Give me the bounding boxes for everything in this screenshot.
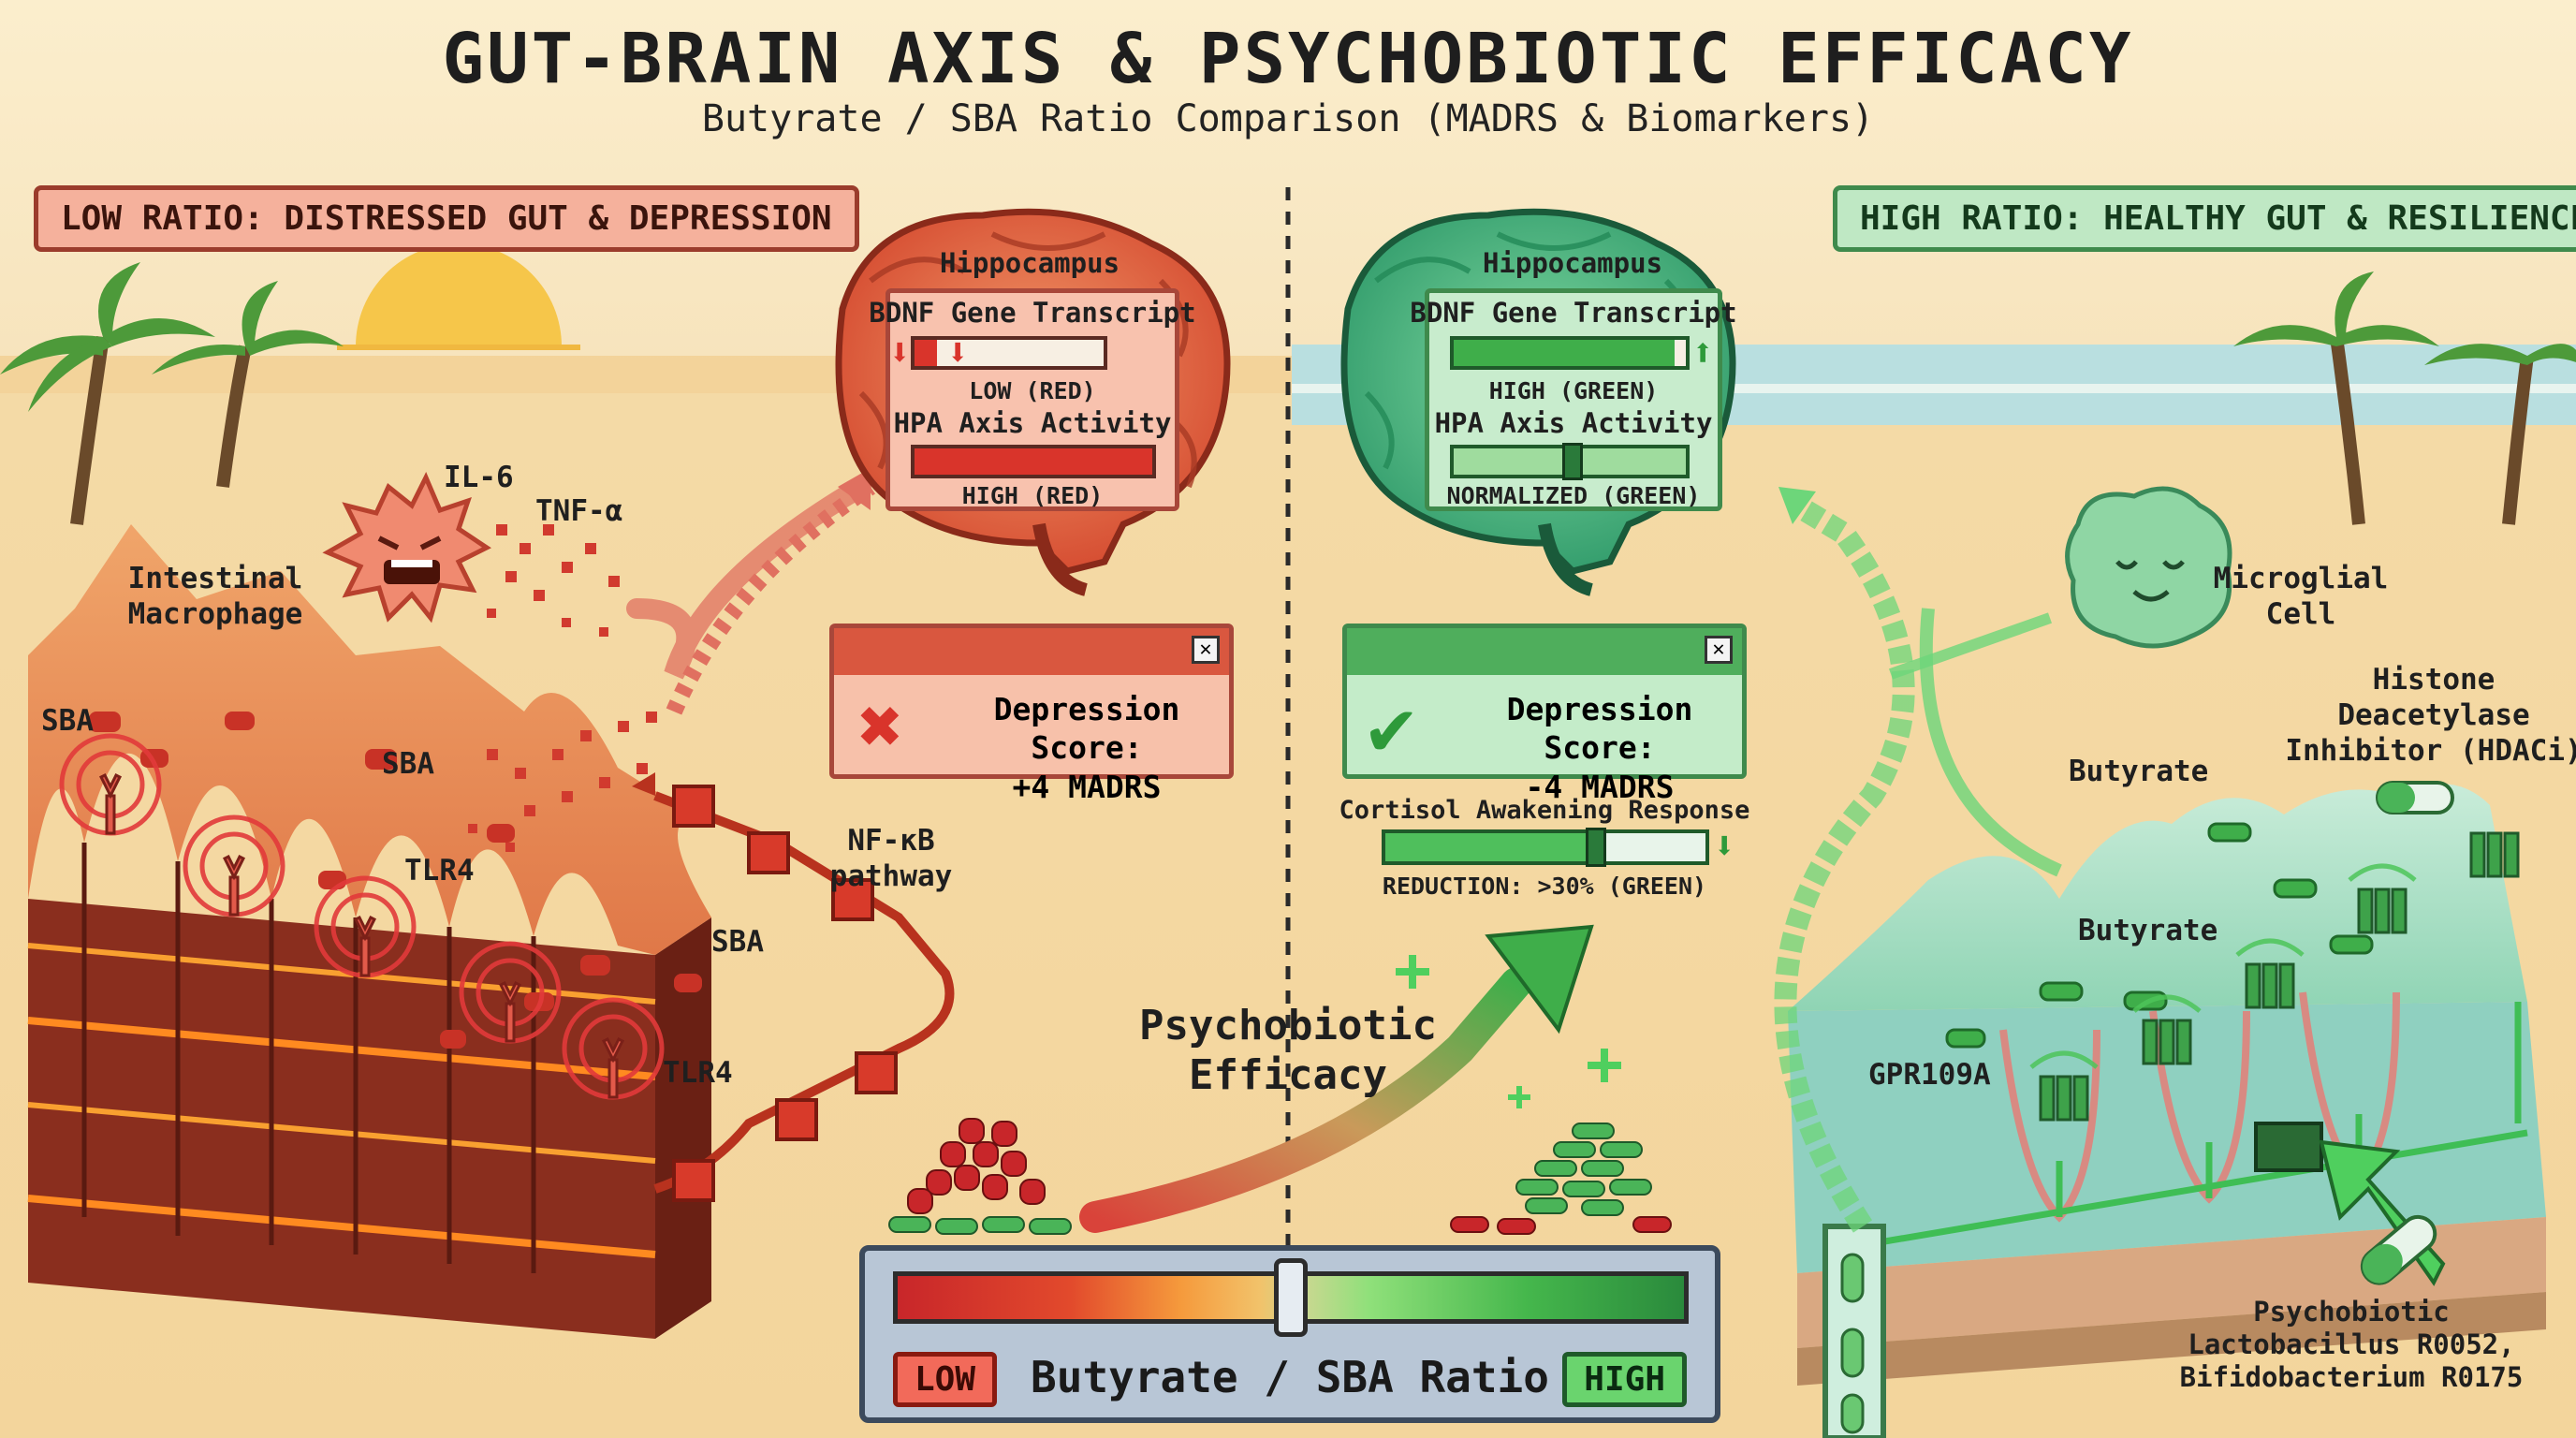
healthy-gut-tissue xyxy=(1788,781,2546,1386)
cortisol-label: Cortisol Awakening Response xyxy=(1339,796,1750,825)
cortisol-bar xyxy=(1382,828,1709,867)
probiotic-capsule-icon xyxy=(2360,1214,2437,1285)
distressed-gut-tissue xyxy=(27,524,711,1339)
cortisol-bar-fill xyxy=(1385,833,1594,861)
il6-label: IL-6 xyxy=(444,461,514,494)
high-ratio-banner: HIGH RATIO: HEALTHY GUT & RESILIENCE xyxy=(1833,185,2576,252)
high-tag: HIGH xyxy=(1562,1352,1687,1407)
bdnf-value: HIGH (GREEN) xyxy=(1488,377,1659,404)
psychobiotic-efficacy-label: Psychobiotic Efficacy xyxy=(1139,1002,1437,1099)
bdnf-label: BDNF Gene Transcript xyxy=(869,297,1196,329)
score-value: -4 MADRS xyxy=(1525,768,1675,805)
hpa-label: HPA Axis Activity xyxy=(1434,407,1713,439)
hpa-value: NORMALIZED (GREEN) xyxy=(1446,482,1701,509)
cross-icon: ✖ xyxy=(858,682,904,770)
microglial-cell-icon xyxy=(2065,486,2232,649)
psychobiotic-strains-label: Psychobiotic Lactobacillus R0052, Bifido… xyxy=(2179,1296,2524,1393)
close-icon[interactable]: ✕ xyxy=(1192,636,1220,664)
score-label: Depression Score: xyxy=(1506,691,1693,767)
microglial-cell-label: Microglial Cell xyxy=(2213,562,2389,631)
bdnf-label: BDNF Gene Transcript xyxy=(1410,297,1737,329)
hpa-bar xyxy=(1450,443,1690,480)
hippocampus-label: Hippocampus xyxy=(1482,247,1663,279)
butyrate-label: Butyrate xyxy=(2069,755,2209,788)
brain-biomarker-panel: BDNF Gene Transcript ⬆ HIGH (GREEN) HPA … xyxy=(1410,288,1737,511)
sparkle-icon xyxy=(1396,955,1621,1108)
bdnf-value: LOW (RED) xyxy=(969,377,1096,404)
psychobiotic-tube xyxy=(1822,1224,1886,1438)
depression-score-window: ✕ ✔ Depression Score: -4 MADRS xyxy=(1342,624,1747,805)
up-arrow-icon: ⬆ xyxy=(1691,331,1715,374)
hpa-bar xyxy=(911,445,1156,478)
nfkb-pathway-label: NF-κB pathway xyxy=(829,824,953,893)
sba-label: SBA xyxy=(41,704,94,738)
window-titlebar xyxy=(834,628,1229,675)
depression-score-text: Depression Score: -4 MADRS xyxy=(1459,690,1740,806)
bdnf-bar-fill xyxy=(915,340,938,366)
bdnf-bar xyxy=(1450,336,1690,370)
gpr109a-label: GPR109A xyxy=(1868,1058,1991,1092)
sba-label: SBA xyxy=(711,925,764,959)
sun xyxy=(356,243,562,346)
cortisol-bar-marker xyxy=(1586,828,1607,867)
hpa-label: HPA Axis Activity xyxy=(893,407,1172,439)
page-subtitle: Butyrate / SBA Ratio Comparison (MADRS &… xyxy=(701,97,1875,140)
palm-tree-icon xyxy=(70,335,2534,525)
bdnf-bar-fill xyxy=(1454,340,1675,366)
tlr4-label: TLR4 xyxy=(663,1056,733,1090)
ratio-scale: LOW HIGH Butyrate / SBA Ratio xyxy=(859,1245,1720,1423)
macrophage-label: Intestinal Macrophage xyxy=(127,562,303,631)
nfkb-pathway xyxy=(632,772,955,1202)
macrophage-icon xyxy=(322,472,491,624)
hpa-bar-marker xyxy=(1562,443,1583,480)
cortisol-value: REDUCTION: >30% (GREEN) xyxy=(1382,873,1707,900)
butyrate-label: Butyrate xyxy=(2078,914,2218,947)
score-value: +4 MADRS xyxy=(1012,768,1162,805)
low-tag: LOW xyxy=(893,1352,998,1407)
check-icon: ✔ xyxy=(1368,681,1415,772)
hpa-bar-fill xyxy=(915,448,1152,475)
depression-score-window: ✕ ✖ Depression Score: +4 MADRS xyxy=(829,624,1234,805)
bdnf-bar xyxy=(911,336,1107,370)
down-arrow-icon: ⬇ xyxy=(888,331,912,374)
hpa-value: HIGH (RED) xyxy=(961,482,1104,509)
down-arrow-icon: ⬇ xyxy=(946,331,970,374)
down-arrow-icon: ⬇ xyxy=(1713,825,1736,868)
hdaci-label: Histone Deacetylase Inhibitor (HDACi) xyxy=(2285,663,2576,768)
hippocampus-label: Hippocampus xyxy=(939,247,1120,279)
window-titlebar xyxy=(1347,628,1742,675)
sba-label: SBA xyxy=(382,747,434,781)
score-label: Depression Score: xyxy=(993,691,1180,767)
depression-score-text: Depression Score: +4 MADRS xyxy=(946,690,1227,806)
brain-biomarker-panel: BDNF Gene Transcript ⬇ ⬇ LOW (RED) HPA A… xyxy=(869,288,1196,511)
tlr4-label: TLR4 xyxy=(404,854,475,888)
ratio-scale-label: Butyrate / SBA Ratio xyxy=(1031,1352,1549,1402)
ratio-slider-handle[interactable] xyxy=(1274,1258,1308,1337)
low-ratio-banner: LOW RATIO: DISTRESSED GUT & DEPRESSION xyxy=(34,185,859,252)
tnf-alpha-label: TNF-α xyxy=(535,494,623,528)
page-title: GUT-BRAIN AXIS & PSYCHOBIOTIC EFFICACY xyxy=(442,19,2134,99)
close-icon[interactable]: ✕ xyxy=(1705,636,1733,664)
